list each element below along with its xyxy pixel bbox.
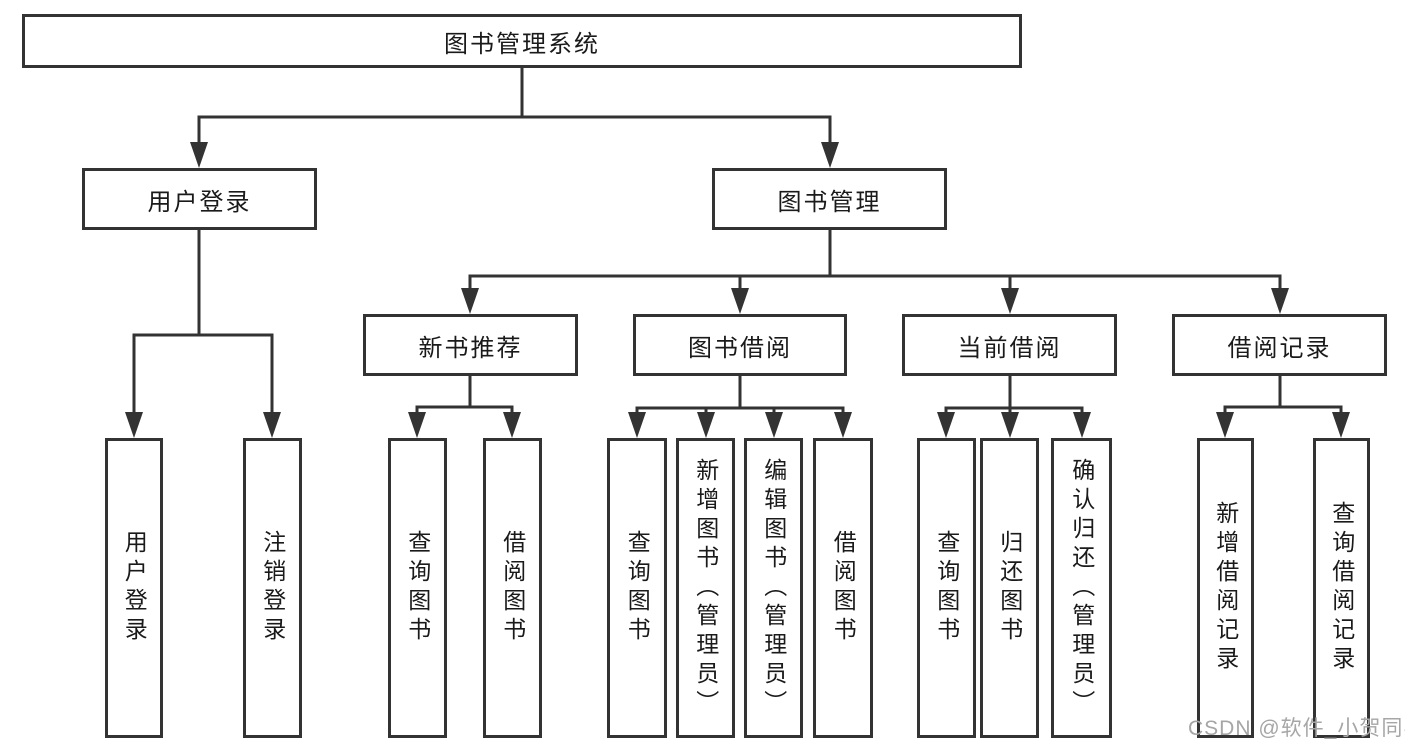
node-edit-books-admin: 编辑图书（管理员）: [744, 438, 803, 738]
node-root-library-system: 图书管理系统: [22, 14, 1022, 68]
node-borrowing-records: 借阅记录: [1172, 314, 1387, 376]
node-label: 查询图书: [624, 530, 651, 646]
node-label: 归还图书: [996, 530, 1023, 646]
node-label: 确认归还（管理员）: [1068, 457, 1095, 719]
node-label: 查询图书: [404, 530, 431, 646]
node-query-borrow-record: 查询借阅记录: [1313, 438, 1370, 738]
node-logout-action: 注销登录: [243, 438, 302, 738]
node-book-borrowing: 图书借阅: [633, 314, 847, 376]
connector-path: [132, 66, 1343, 416]
watermark: CSDN @软件_小贺同学: [1188, 717, 1405, 740]
node-add-borrow-record: 新增借阅记录: [1197, 438, 1254, 738]
node-borrow-books: 借阅图书: [813, 438, 873, 738]
node-query-books-current: 查询图书: [917, 438, 976, 738]
node-label: 查询借阅记录: [1328, 501, 1355, 675]
node-user-login-action: 用户登录: [105, 438, 163, 738]
arrowheads: [125, 142, 1350, 438]
node-label: 当前借阅: [957, 334, 1062, 362]
node-label: 借阅图书: [830, 530, 857, 646]
node-label: 用户登录: [147, 188, 252, 216]
node-label: 借阅记录: [1227, 334, 1332, 362]
node-label: 图书管理: [777, 188, 882, 216]
node-label: 注销登录: [259, 530, 286, 646]
node-user-login: 用户登录: [82, 168, 317, 230]
node-label: 查询图书: [933, 530, 960, 646]
node-query-books-borrow: 查询图书: [607, 438, 667, 738]
node-add-books-admin: 新增图书（管理员）: [676, 438, 735, 738]
node-new-book-recommendation: 新书推荐: [363, 314, 578, 376]
node-label: 新书推荐: [418, 334, 523, 362]
node-confirm-return-admin: 确认归还（管理员）: [1051, 438, 1112, 738]
node-label: 新增借阅记录: [1212, 501, 1239, 675]
node-label: 图书借阅: [688, 334, 792, 362]
node-label: 借阅图书: [499, 530, 526, 646]
node-query-books-recommend: 查询图书: [388, 438, 447, 738]
node-label: 新增图书（管理员）: [692, 457, 719, 719]
node-borrow-books-recommend: 借阅图书: [483, 438, 542, 738]
node-book-management: 图书管理: [712, 168, 947, 230]
node-return-books: 归还图书: [980, 438, 1039, 738]
node-current-borrowing: 当前借阅: [902, 314, 1117, 376]
node-label: 编辑图书（管理员）: [760, 457, 787, 719]
node-label: 图书管理系统: [444, 30, 600, 58]
node-label: 用户登录: [121, 530, 148, 646]
